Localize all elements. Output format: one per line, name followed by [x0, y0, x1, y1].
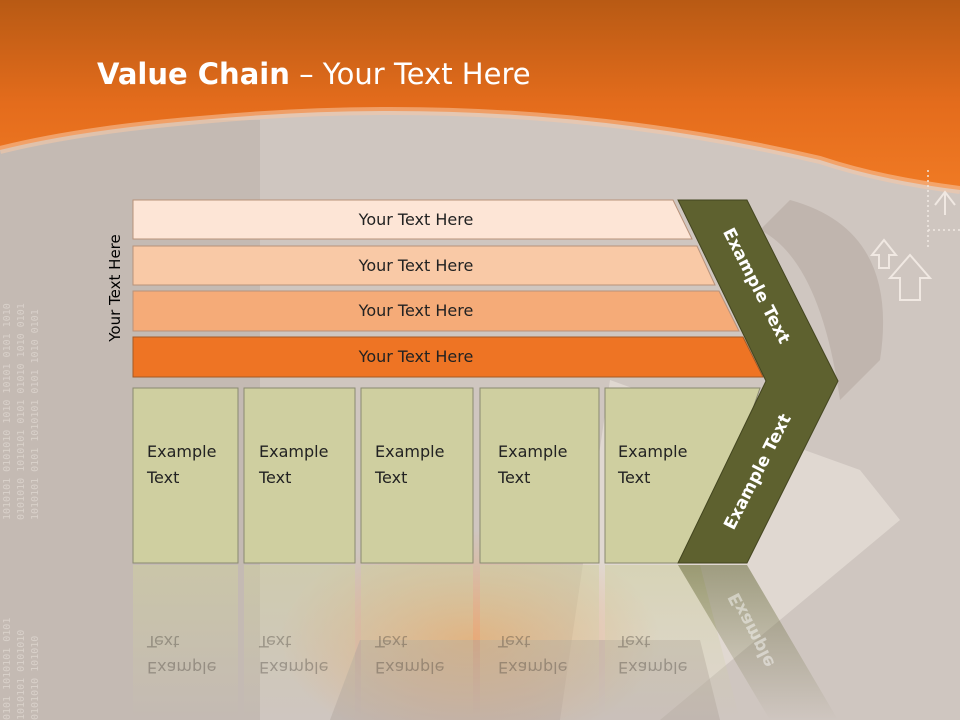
column-2-reflection-line2: Text [259, 632, 292, 651]
column-3-line2: Text [375, 468, 408, 487]
column-2-reflection-line1: Example [259, 658, 329, 677]
bar-3-text: Your Text Here [358, 301, 474, 320]
column-4-text: Example Text [498, 439, 598, 491]
column-4-line1: Example [498, 442, 568, 461]
column-5-line1: Example [618, 442, 688, 461]
column-2-line1: Example [259, 442, 329, 461]
column-5-line2: Text [618, 468, 651, 487]
svg-text:0101010 1010101 0101 01010 101: 0101010 1010101 0101 01010 1010 0101 [16, 303, 27, 520]
column-3-reflection-line1: Example [375, 658, 445, 677]
column-2-reflection: Example Text [259, 628, 359, 680]
column-3-text: Example Text [375, 439, 475, 491]
column-1-line1: Example [147, 442, 217, 461]
column-5-reflection-line1: Example [618, 658, 688, 677]
column-4-reflection-line1: Example [498, 658, 568, 677]
column-5-reflection: Example Text [618, 628, 718, 680]
title-rest: – Your Text Here [289, 57, 531, 91]
svg-text:1010101 0101010 1010 10101 010: 1010101 0101010 1010 10101 0101 1010 [2, 303, 13, 520]
svg-text:1010101 0101 1010101 0101 1010: 1010101 0101 1010101 0101 1010 0101 [30, 309, 41, 520]
column-4-reflection-line2: Text [498, 632, 531, 651]
column-5-text: Example Text [618, 439, 718, 491]
svg-text:1010101 0101010: 1010101 0101010 [16, 630, 27, 720]
column-2-text: Example Text [259, 439, 359, 491]
column-4-line2: Text [498, 468, 531, 487]
bar-2-text: Your Text Here [358, 256, 474, 275]
slide-title: Value Chain – Your Text Here [97, 54, 531, 94]
column-1-text: Example Text [147, 439, 247, 491]
up-arrow-icon [869, 238, 899, 269]
column-2-line2: Text [259, 468, 292, 487]
column-1-reflection: Example Text [147, 628, 247, 680]
side-label-text: Your Text Here [106, 234, 124, 342]
up-arrow-outline-icon [887, 253, 933, 301]
recycle-arrow-icon [934, 190, 956, 215]
column-1-reflection-line2: Text [147, 632, 180, 651]
bar-4-text: Your Text Here [358, 347, 474, 366]
svg-text:0101010 101010: 0101010 101010 [30, 636, 41, 720]
column-3-line1: Example [375, 442, 445, 461]
column-3-reflection-line2: Text [375, 632, 408, 651]
column-3-reflection: Example Text [375, 628, 475, 680]
bar-1-text: Your Text Here [358, 210, 474, 229]
column-1-reflection-line1: Example [147, 658, 217, 677]
svg-text:0101 1010101 0101: 0101 1010101 0101 [2, 618, 13, 720]
column-5-reflection-line2: Text [618, 632, 651, 651]
column-1-line2: Text [147, 468, 180, 487]
column-4-reflection: Example Text [498, 628, 598, 680]
title-bold: Value Chain [97, 57, 290, 91]
